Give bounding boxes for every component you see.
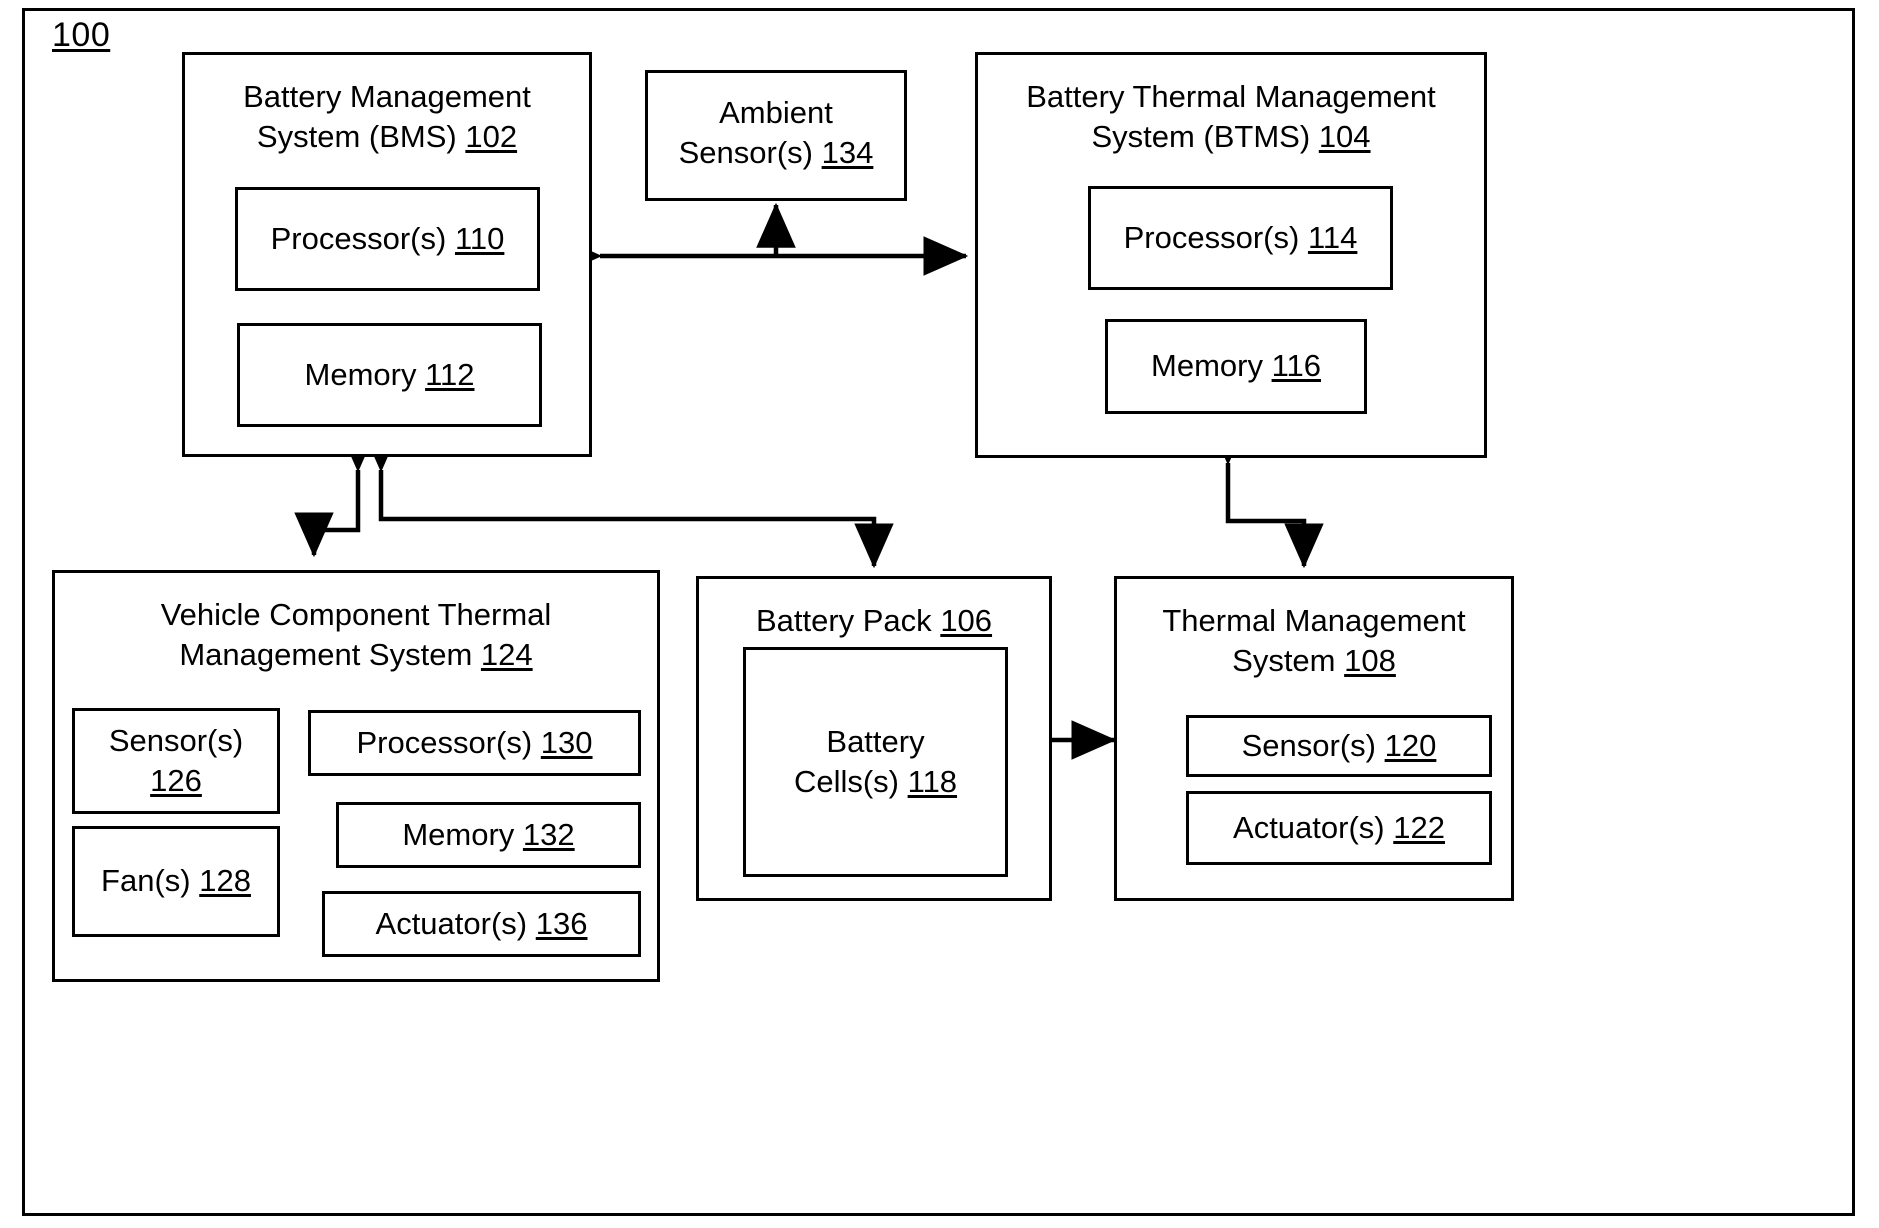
block-thermal-management-system[interactable]: Thermal Management System 108 Sensor(s) … [1114, 576, 1514, 901]
patent-figure-border [22, 8, 1855, 1216]
block-battery-pack[interactable]: Battery Pack 106 Battery Cells(s) 118 [696, 576, 1052, 901]
block-title-bms: Battery Management System (BMS) 102 [243, 79, 531, 155]
block-battery-management-system[interactable]: Battery Management System (BMS) 102 Proc… [182, 52, 592, 457]
block-processor-110[interactable]: Processor(s) 110 [235, 187, 540, 291]
block-title-ambient: Ambient Sensor(s) 134 [678, 95, 874, 171]
block-actuator-122[interactable]: Actuator(s) 122 [1186, 791, 1492, 865]
block-memory-112[interactable]: Memory 112 [237, 323, 542, 427]
block-battery-cells-118[interactable]: Battery Cells(s) 118 [743, 647, 1008, 877]
block-vehicle-component-thermal-management-system[interactable]: Vehicle Component Thermal Management Sys… [52, 570, 660, 982]
block-ambient-sensors[interactable]: Ambient Sensor(s) 134 [645, 70, 907, 201]
block-memory-132[interactable]: Memory 132 [336, 802, 641, 868]
block-processor-130[interactable]: Processor(s) 130 [308, 710, 641, 776]
block-title-btms: Battery Thermal Management System (BTMS)… [1026, 79, 1436, 155]
block-title-battery-pack: Battery Pack 106 [755, 603, 993, 638]
block-fan-128[interactable]: Fan(s) 128 [72, 826, 280, 937]
block-memory-116[interactable]: Memory 116 [1105, 319, 1367, 414]
block-actuator-136[interactable]: Actuator(s) 136 [322, 891, 641, 957]
block-sensor-126[interactable]: Sensor(s) 126 [72, 708, 280, 814]
block-title-tms: Thermal Management System 108 [1162, 603, 1466, 679]
figure-reference-numeral: 100 [52, 16, 111, 54]
block-processor-114[interactable]: Processor(s) 114 [1088, 186, 1393, 290]
block-sensor-120[interactable]: Sensor(s) 120 [1186, 715, 1492, 777]
block-battery-thermal-management-system[interactable]: Battery Thermal Management System (BTMS)… [975, 52, 1487, 458]
block-title-vcts: Vehicle Component Thermal Management Sys… [160, 597, 552, 673]
